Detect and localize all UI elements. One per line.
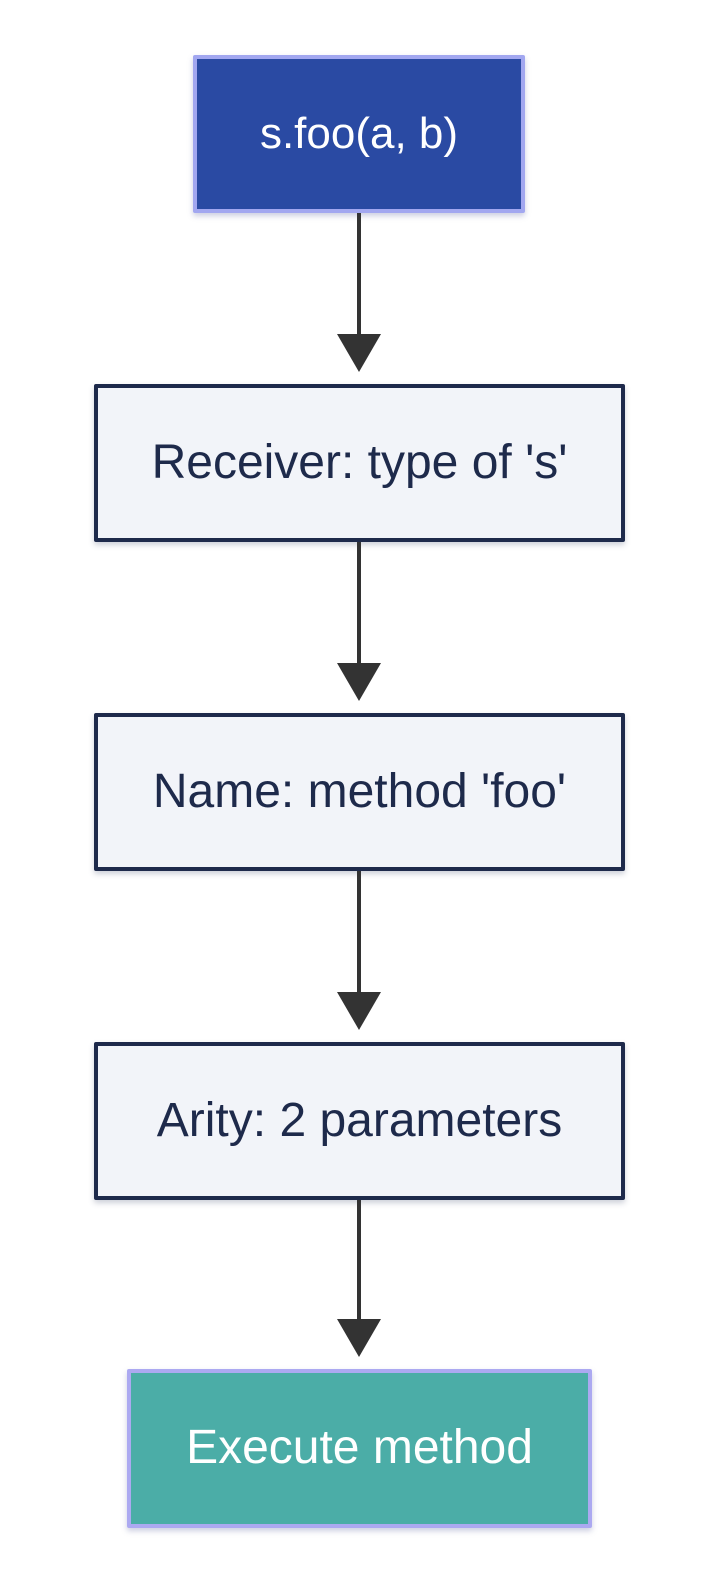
arrow-line — [357, 213, 361, 334]
node-method-call: s.foo(a, b) — [193, 55, 525, 213]
node-method-name-label: Name: method 'foo' — [152, 764, 567, 818]
node-method-name: Name: method 'foo' — [94, 713, 625, 871]
node-receiver: Receiver: type of 's' — [94, 384, 625, 542]
arrowhead-down-icon — [337, 1319, 381, 1357]
arrowhead-down-icon — [337, 334, 381, 372]
arrow-line — [357, 871, 361, 992]
arrow-name-to-arity — [337, 871, 381, 1030]
node-method-call-label: s.foo(a, b) — [259, 108, 459, 158]
arrow-line — [357, 1200, 361, 1319]
node-receiver-label: Receiver: type of 's' — [151, 435, 568, 489]
node-execute-method-label: Execute method — [186, 1421, 533, 1475]
arrow-receiver-to-name — [337, 542, 381, 701]
arrowhead-down-icon — [337, 992, 381, 1030]
node-arity: Arity: 2 parameters — [94, 1042, 625, 1200]
arrow-call-to-receiver — [337, 213, 381, 372]
arrow-line — [357, 542, 361, 663]
arrowhead-down-icon — [337, 663, 381, 701]
node-arity-label: Arity: 2 parameters — [156, 1093, 563, 1147]
arrow-arity-to-execute — [337, 1200, 381, 1357]
node-execute-method: Execute method — [127, 1369, 592, 1528]
